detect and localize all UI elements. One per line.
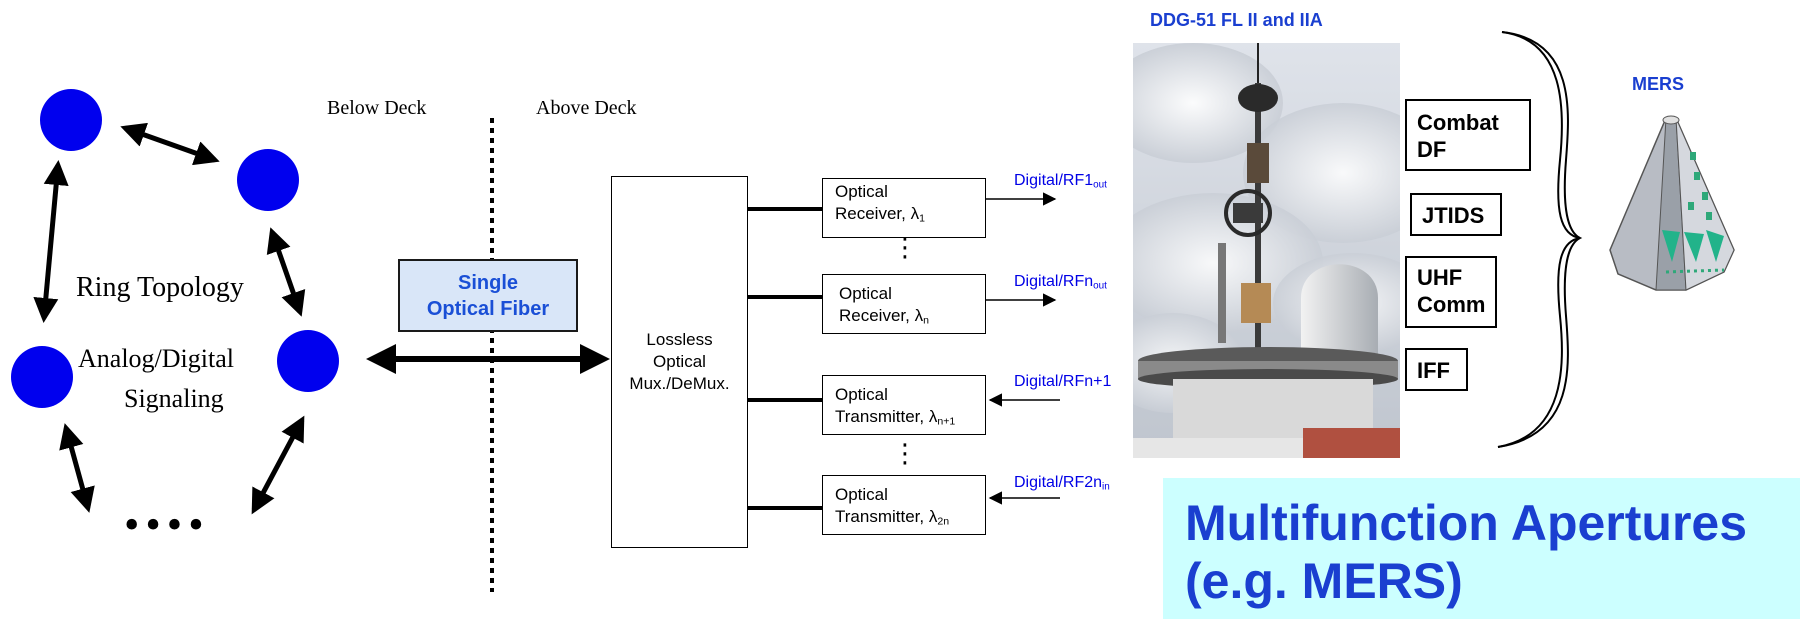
ring-arrow-3-bottom — [251, 415, 305, 515]
fiber-label-line2: Optical Fiber — [426, 297, 550, 320]
single-optical-fiber-box: Single Optical Fiber — [398, 259, 578, 332]
signal-sub: in — [1102, 481, 1110, 493]
vdots-2: ⋮ — [892, 438, 918, 468]
signal-text: Digital/RFn+1 — [1014, 373, 1112, 390]
module-wavelength-sub: 1 — [919, 212, 925, 225]
signaling-label: Signaling — [124, 384, 224, 413]
module-label-line1: Optical — [835, 385, 888, 404]
signal-text: Digital/RFn — [1014, 273, 1094, 290]
signal-text: Digital/RF1 — [1014, 172, 1094, 189]
ring-arrow-1-2 — [120, 122, 220, 166]
mux-label-line2: Optical — [653, 352, 706, 371]
banner-line1: Multifunction Apertures — [1185, 495, 1748, 551]
ring-ellipsis: •••• — [124, 500, 210, 549]
signal-label-rfn1: Digital/RFn+1 — [1014, 373, 1111, 391]
optical-mux-demux-box: Lossless Optical Mux./DeMux. — [611, 176, 748, 548]
mux-label-line1: Lossless — [646, 330, 713, 349]
vdots-1: ⋮ — [892, 232, 918, 262]
mers-antenna-icon — [1609, 115, 1735, 291]
signal-sub: out — [1093, 280, 1107, 292]
module-wavelength-sub: 2n — [937, 515, 950, 528]
ring-topology-label: Ring Topology — [76, 272, 244, 303]
banner-line2: (e.g. MERS) — [1185, 553, 1463, 609]
ring-node-1 — [40, 89, 102, 151]
ring-arrow-2-3 — [266, 227, 306, 317]
ring-node-4 — [11, 346, 73, 408]
mux-label-line3: Mux./DeMux. — [629, 374, 730, 393]
fiber-label-line1: Single — [457, 271, 518, 294]
signal-label-rf1: Digital/RF1out — [1014, 172, 1107, 190]
function-uhf-comm: UHF Comm — [1405, 256, 1497, 328]
signal-text: Digital/RF2n — [1014, 474, 1103, 491]
module-label-line2: Receiver, λ — [839, 306, 924, 325]
optical-receiver-1: Optical Receiver, λ1 — [822, 178, 986, 238]
grouping-brace — [1497, 31, 1581, 448]
grouping-brace-outer — [1497, 31, 1583, 448]
module-label-line1: Optical — [835, 182, 888, 201]
module-label-line2: Transmitter, λ — [835, 507, 938, 526]
ring-arrow-1-4 — [33, 160, 69, 323]
signal-label-rfn: Digital/RFnout — [1014, 273, 1107, 291]
optical-transmitter-2n: Optical Transmitter, λ2n — [822, 475, 986, 535]
module-label-line1: Optical — [839, 284, 892, 303]
ring-node-2 — [237, 149, 299, 211]
module-label-line2: Receiver, λ — [835, 204, 920, 223]
module-wavelength-sub: n+1 — [937, 415, 956, 428]
ship-mast-photo — [1133, 43, 1400, 458]
signal-sub: out — [1093, 179, 1107, 191]
ring-arrow-4-bottom — [59, 423, 95, 513]
function-combat-df: Combat DF — [1405, 99, 1531, 171]
optical-receiver-n: Optical Receiver, λn — [822, 274, 986, 334]
ring-node-3 — [277, 330, 339, 392]
multifunction-apertures-banner: Multifunction Apertures (e.g. MERS) — [1163, 478, 1800, 619]
module-label-line1: Optical — [835, 485, 888, 504]
mers-title: MERS — [1632, 74, 1685, 94]
above-deck-label: Above Deck — [536, 97, 637, 119]
function-jtids: JTIDS — [1410, 193, 1502, 236]
photo-title: DDG-51 FL II and IIA — [1150, 10, 1323, 30]
function-iff: IFF — [1405, 348, 1468, 391]
signal-label-rf2n: Digital/RF2nin — [1014, 474, 1110, 492]
module-label-line2: Transmitter, λ — [835, 407, 938, 426]
optical-transmitter-n1: Optical Transmitter, λn+1 — [822, 375, 986, 435]
module-wavelength-sub: n — [923, 314, 929, 327]
below-deck-label: Below Deck — [327, 97, 427, 119]
analog-digital-label: Analog/Digital — [78, 344, 234, 373]
